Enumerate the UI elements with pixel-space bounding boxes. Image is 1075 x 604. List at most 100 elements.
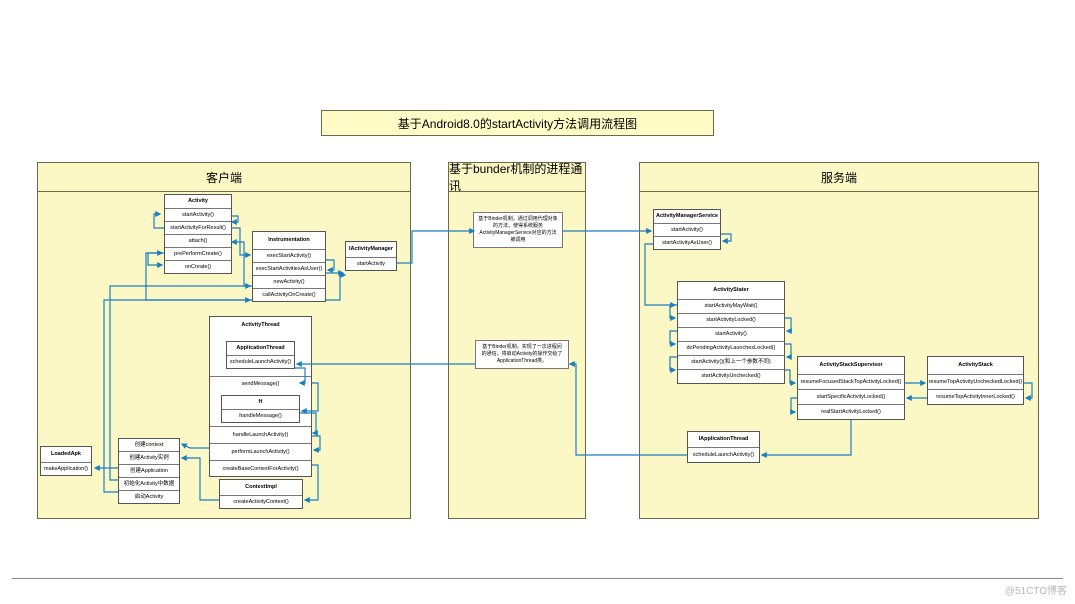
flow-line xyxy=(230,239,252,287)
flow-line xyxy=(300,382,319,414)
method: startSpecificActivityLocked() xyxy=(798,389,904,404)
method: startActivityUnchecked() xyxy=(678,369,784,383)
watermark: @51CTO博客 xyxy=(1004,586,1067,597)
step-item: 启动Activity xyxy=(119,490,179,503)
class-name: LoadedApk xyxy=(51,451,81,457)
class-name: Instrumentation xyxy=(268,237,310,243)
step-item: 创建Application xyxy=(119,464,179,477)
method: startActivity()(和上一个参数不同) xyxy=(678,355,784,369)
ipc-panel-title: 基于bunder机制的进程通讯 xyxy=(449,162,585,193)
flow-line xyxy=(1024,382,1033,401)
method: startActivity() xyxy=(165,208,231,221)
flow-line xyxy=(669,356,677,373)
class-name: IApplicationThread xyxy=(698,436,749,442)
method: startActivityAsUser() xyxy=(654,236,720,249)
method: realStartActivityLocked() xyxy=(798,404,904,419)
method: createBaseContextForActivity() xyxy=(210,460,311,477)
diagram-title: 基于Android8.0的startActivity方法调用流程图 xyxy=(321,110,714,136)
step-item: 创建context xyxy=(134,442,164,448)
class-name: H xyxy=(258,399,263,405)
flow-line xyxy=(326,259,335,273)
method: startActivityMayWait() xyxy=(678,299,784,313)
flow-line xyxy=(300,412,318,436)
flow-line xyxy=(669,304,677,321)
flow-line xyxy=(103,297,252,493)
activity-launch-steps: 创建context 创建Activity实例 创建Application 初始化… xyxy=(118,438,180,504)
activitythread-methods-2: handleLaunchActivity() performLaunchActi… xyxy=(210,426,311,477)
method: createActivityContext() xyxy=(220,495,302,508)
method: startActivity() xyxy=(654,223,720,236)
method: performLaunchActivity() xyxy=(210,443,311,460)
flow-line xyxy=(790,397,797,415)
method: execStartActivitiesAsUser() xyxy=(253,262,325,275)
flow-line xyxy=(785,343,792,360)
class-name: IActivityManager xyxy=(348,246,393,252)
method: sendMessage() xyxy=(210,376,311,391)
class-name: ActivityStater xyxy=(713,287,749,293)
h-class: H handleMessage() xyxy=(221,395,300,423)
flow-line xyxy=(303,464,319,503)
method: newActivity() xyxy=(253,275,325,288)
method: resumeTopActivityInnerLocked() xyxy=(928,389,1023,404)
method: callActivityOnCreate() xyxy=(253,288,325,301)
activitystater-class: ActivityStater startActivityMayWait() st… xyxy=(677,281,785,384)
client-panel-title: 客户端 xyxy=(38,163,410,192)
class-name: Activity xyxy=(188,198,208,204)
method: doPendingActivityLaunchesLocked() xyxy=(678,341,784,355)
instrumentation-class: Instrumentation execStartActivity() exec… xyxy=(252,231,326,302)
flow-line xyxy=(644,243,677,308)
method: prePerformCreate() xyxy=(165,247,231,260)
class-name: ContextImpl xyxy=(245,484,277,490)
activitythread-methods: sendMessage() xyxy=(210,376,311,391)
class-name: ActivityStackSupervisor xyxy=(819,362,883,368)
method: resumeTopActivityUncheckedLocked() xyxy=(928,374,1023,389)
activitystacksupervisor-class: ActivityStackSupervisor resumeFocusedSta… xyxy=(797,356,905,420)
class-name: ApplicationThread xyxy=(236,345,285,351)
flow-line xyxy=(326,272,347,301)
flow-line xyxy=(109,283,252,481)
flow-line xyxy=(760,420,852,458)
flow-line xyxy=(153,211,164,229)
class-name: ActivityThread xyxy=(241,322,280,328)
method: resumeFocusedStackTopActivityLocked() xyxy=(798,374,904,389)
flow-line xyxy=(180,443,209,449)
contextimpl-class: ContextImpl createActivityContext() xyxy=(219,479,303,509)
activitystack-class: ActivityStack resumeTopActivityUnchecked… xyxy=(927,356,1024,405)
flow-line xyxy=(785,369,797,386)
iapplicationthread-class: IApplicationThread scheduleLaunchActivit… xyxy=(687,431,760,463)
flow-line xyxy=(397,228,476,264)
flow-line xyxy=(147,252,164,268)
applicationthread-class: ApplicationThread scheduleLaunchActivity… xyxy=(226,341,295,369)
flow-line xyxy=(145,250,252,301)
class-name: ActivityManagerService xyxy=(656,213,719,219)
ams-class: ActivityManagerService startActivity() s… xyxy=(653,209,721,250)
flow-line xyxy=(180,455,219,501)
flow-line xyxy=(295,367,306,386)
method: scheduleLaunchActivity() xyxy=(227,355,294,368)
flow-line xyxy=(568,361,687,456)
method: handleMessage() xyxy=(222,409,299,422)
method: startActivity xyxy=(346,257,396,270)
flow-line xyxy=(312,435,321,453)
method: onCreate() xyxy=(165,260,231,273)
bottom-divider xyxy=(12,578,1063,579)
method: startActivity() xyxy=(678,327,784,341)
class-name: ActivityStack xyxy=(958,362,993,368)
method: attach() xyxy=(165,234,231,247)
method: handleLaunchActivity() xyxy=(210,426,311,443)
flow-line xyxy=(230,215,239,225)
step-item: 初始化Activity中数据 xyxy=(119,477,179,490)
loadedapk-class: LoadedApk makeApplication() xyxy=(40,446,92,476)
method: scheduleLaunchActivity() xyxy=(688,447,759,462)
flow-line xyxy=(669,330,677,347)
method: makeApplication() xyxy=(41,462,91,475)
method: startActivityForResult() xyxy=(165,221,231,234)
activity-class: Activity startActivity() startActivityFo… xyxy=(164,194,232,274)
step-item: 创建Activity实例 xyxy=(119,451,179,464)
iactivitymanager-class: IActivityManager startActivity xyxy=(345,241,397,271)
flow-line xyxy=(721,233,732,244)
method: execStartActivity() xyxy=(253,249,325,262)
ipc-note-applicationthread: 基于Binder机制，实现了一次进程间的通信，将启动Activity的操作交给了… xyxy=(475,340,569,369)
method: startActivityLocked() xyxy=(678,313,784,327)
